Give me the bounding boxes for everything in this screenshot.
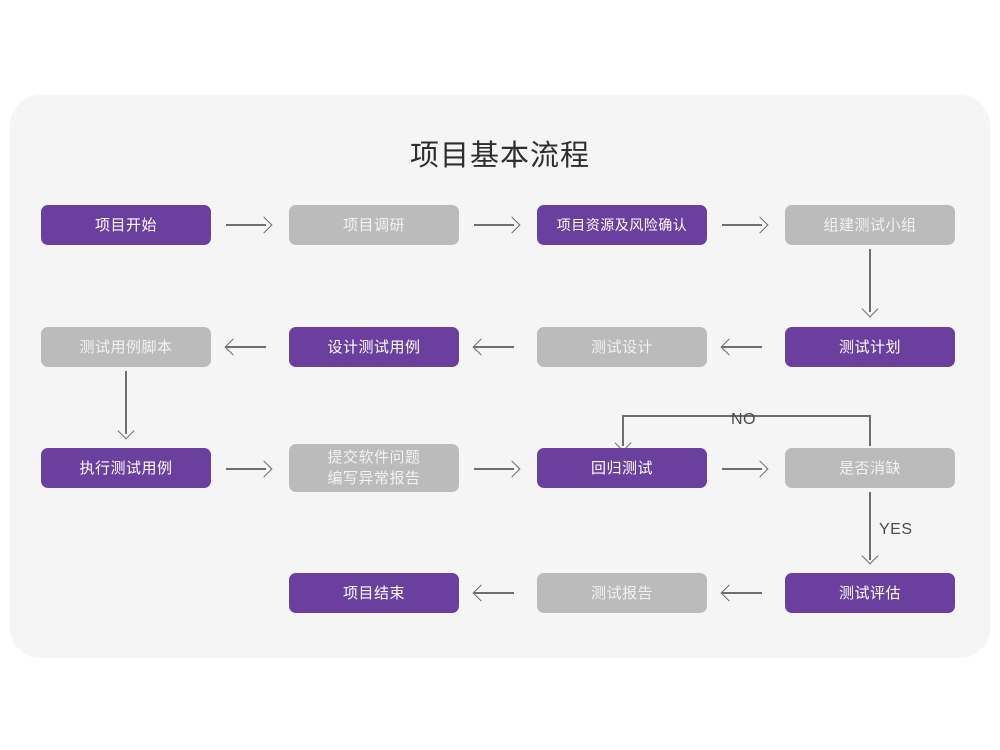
page-title: 项目基本流程 — [409, 140, 590, 172]
node-execute-test-case[interactable]: 执行测试用例 — [41, 448, 211, 488]
edge-line-n2-n3 — [474, 224, 514, 226]
edge-line-n8-n7 — [722, 346, 762, 348]
node-project-end[interactable]: 项目结束 — [289, 573, 459, 613]
edge-line-n14-n13 — [474, 592, 514, 594]
node-test-plan[interactable]: 测试计划 — [785, 327, 955, 367]
node-defect-cleared[interactable]: 是否消缺 — [785, 448, 955, 488]
node-form-test-team[interactable]: 组建测试小组 — [785, 205, 955, 245]
edge-line-n9-n10 — [226, 468, 266, 470]
edge-label-yes: YES — [879, 521, 913, 538]
edge-line-n1-n2 — [226, 224, 266, 226]
edge-line-n11-n12 — [722, 468, 762, 470]
node-regression-test[interactable]: 回归测试 — [537, 448, 707, 488]
node-project-research[interactable]: 项目调研 — [289, 205, 459, 245]
node-resource-risk-confirm[interactable]: 项目资源及风险确认 — [537, 205, 707, 245]
edge-line-no-riser — [869, 415, 871, 446]
node-test-case-script[interactable]: 测试用例脚本 — [41, 327, 211, 367]
edge-line-n5-n9 — [125, 371, 127, 434]
node-submit-issue-report[interactable]: 提交软件问题 编写异常报告 — [289, 444, 459, 492]
node-design-test-case[interactable]: 设计测试用例 — [289, 327, 459, 367]
flowchart-panel — [10, 95, 990, 658]
node-test-evaluation[interactable]: 测试评估 — [785, 573, 955, 613]
edge-line-n7-n6 — [474, 346, 514, 348]
node-test-design[interactable]: 测试设计 — [537, 327, 707, 367]
edge-line-n15-n14 — [722, 592, 762, 594]
node-test-report[interactable]: 测试报告 — [537, 573, 707, 613]
edge-line-yes — [869, 492, 871, 560]
edge-line-no-drop — [622, 415, 624, 446]
edge-label-no: NO — [731, 411, 756, 428]
edge-line-n4-n8 — [869, 249, 871, 312]
edge-line-n10-n11 — [474, 468, 514, 470]
node-project-start[interactable]: 项目开始 — [41, 205, 211, 245]
edge-line-n3-n4 — [722, 224, 762, 226]
edge-line-n6-n5 — [226, 346, 266, 348]
edge-line-no-span — [622, 415, 870, 417]
